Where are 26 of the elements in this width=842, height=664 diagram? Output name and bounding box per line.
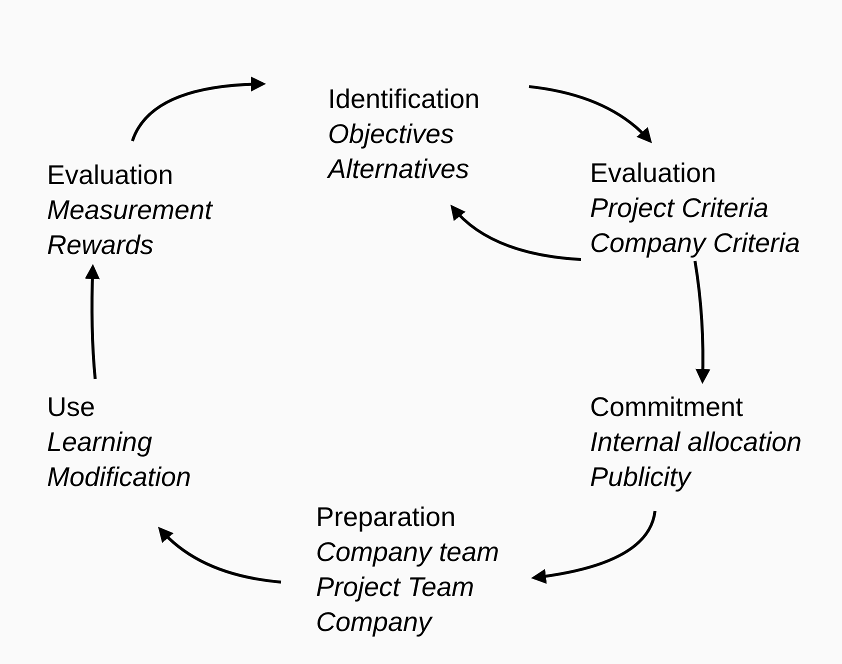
curved-arrow <box>528 85 652 144</box>
stage-item: Rewards <box>47 229 154 262</box>
curved-arrow <box>84 264 100 380</box>
curved-arrow <box>531 510 656 584</box>
stage-title: Evaluation <box>47 159 174 192</box>
stage-item: Alternatives <box>328 153 470 186</box>
stage-item: Company Criteria <box>590 227 800 260</box>
stage-title: Identification <box>328 83 480 116</box>
stage-item: Project Team <box>316 571 474 604</box>
stage-title: Preparation <box>316 501 456 534</box>
stage-item: Objectives <box>328 118 454 151</box>
stage-title: Use <box>47 391 96 424</box>
stage-item: Publicity <box>590 461 691 494</box>
stage-item: Learning <box>47 426 152 459</box>
stage-title: Commitment <box>590 391 744 424</box>
stage-item: Company team <box>316 536 500 569</box>
stage-item: Company <box>316 606 432 639</box>
curved-arrow <box>694 260 710 384</box>
curved-arrow <box>158 526 282 584</box>
stage-item: Measurement <box>47 194 212 227</box>
stage-item: Project Criteria <box>590 192 769 225</box>
curved-arrow <box>131 76 266 142</box>
curved-arrow <box>450 204 582 262</box>
stage-title: Evaluation <box>590 157 716 190</box>
stage-item: Modification <box>47 461 192 494</box>
stage-item: Internal allocation <box>590 426 802 459</box>
